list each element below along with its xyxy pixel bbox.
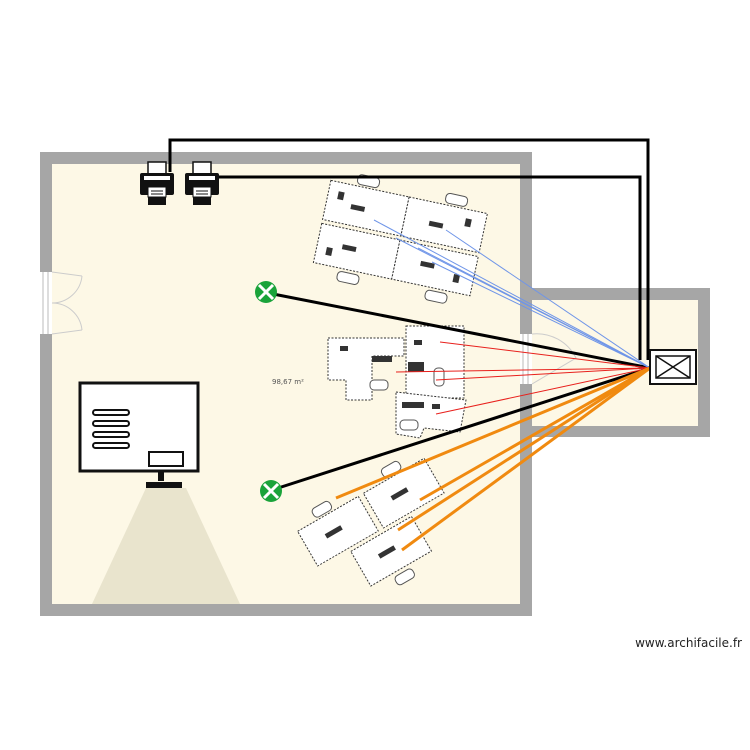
door-icon (40, 271, 83, 335)
desk-cluster-top (312, 174, 488, 304)
passage-door-icon (520, 333, 577, 385)
chair-icon (369, 367, 445, 431)
projection-screen-icon (78, 381, 200, 488)
cables-black (168, 138, 651, 492)
wall-side-right (698, 288, 710, 437)
wall-side-top (520, 288, 710, 300)
cables-red (395, 341, 651, 415)
cable-printer-1 (168, 138, 650, 360)
desk-cluster-bottom (296, 457, 445, 587)
desk-cluster-middle (327, 325, 467, 439)
wifi-access-point-icon (260, 480, 282, 502)
walls (40, 152, 710, 616)
watermark: www.archifacile.fr (635, 636, 742, 650)
chair-icon (311, 460, 415, 586)
room-area-label: 98,67 m² (272, 378, 304, 386)
printer-icon (185, 161, 219, 205)
cable-access-point-2 (271, 366, 651, 492)
wall-bottom (40, 604, 532, 616)
cable-printer-2 (212, 175, 642, 360)
network-cabinet-icon (649, 349, 697, 385)
wall-side-bottom (520, 426, 710, 437)
desk-icon (312, 179, 488, 297)
cable-access-point-1 (267, 291, 651, 370)
cables-blue (373, 219, 651, 369)
wall-left (40, 152, 52, 616)
cables-orange (335, 366, 651, 552)
keyboard-marks (325, 191, 472, 284)
wall-top (40, 152, 532, 164)
keyboard-marks (340, 340, 440, 409)
printer-icon (140, 161, 174, 205)
keyboard-marks (324, 487, 409, 559)
projection-cone (92, 488, 240, 604)
wifi-access-point-icon (255, 281, 277, 303)
